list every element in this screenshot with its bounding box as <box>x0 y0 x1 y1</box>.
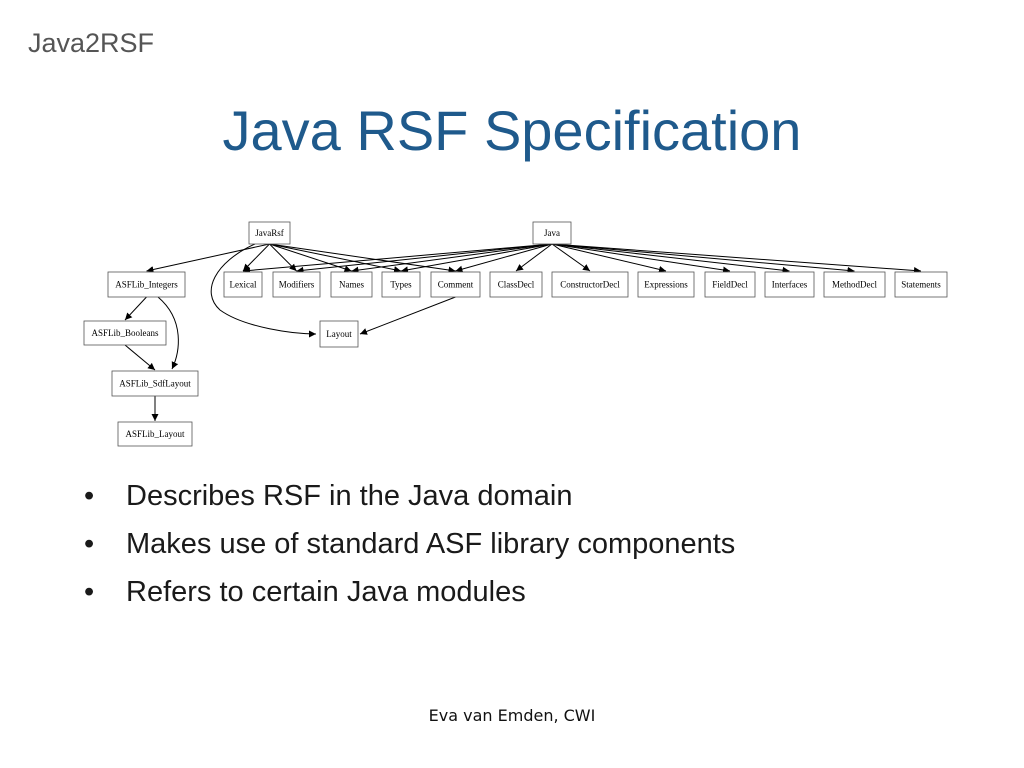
node-expressions: Expressions <box>637 271 695 298</box>
edge-javarsf-to-types <box>269 243 402 274</box>
node-comment: Comment <box>430 271 481 298</box>
edge-java-to-classdecl <box>515 243 553 272</box>
node-box <box>319 320 359 348</box>
node-box <box>637 271 695 298</box>
node-label: Layout <box>326 329 352 339</box>
node-interfaces: Interfaces <box>764 271 815 298</box>
node-label: ASFLib_Layout <box>125 429 185 439</box>
footer-author: Eva van Emden, CWI <box>428 706 596 725</box>
node-box <box>223 271 263 298</box>
edge-javarsf-to-lexical <box>242 243 270 272</box>
node-java: Java <box>532 221 572 245</box>
node-box <box>107 271 186 298</box>
edge-java-to-comment <box>455 243 553 273</box>
node-classdecl: ClassDecl <box>489 271 543 298</box>
node-label: Interfaces <box>772 280 808 290</box>
node-box <box>248 221 291 245</box>
node-box <box>489 271 543 298</box>
node-lexical: Lexical <box>223 271 263 298</box>
edge-java-to-lexical <box>242 243 553 274</box>
node-label: Types <box>390 280 412 290</box>
node-box <box>83 320 167 346</box>
edge-java-to-statements <box>551 243 922 274</box>
edge-asflib_integers-to-asflib_booleans <box>124 296 147 321</box>
node-asflib-layout: ASFLib_Layout <box>117 421 193 447</box>
node-box <box>330 271 373 298</box>
edge-comment-to-layout <box>359 296 456 335</box>
node-fielddecl: FieldDecl <box>704 271 756 298</box>
node-label: JavaRsf <box>255 228 284 238</box>
node-label: ClassDecl <box>498 280 535 290</box>
node-box <box>272 271 321 298</box>
edge-java-to-modifiers <box>296 243 553 274</box>
node-layout: Layout <box>319 320 359 348</box>
edge-java-to-expressions <box>551 243 667 273</box>
node-box <box>823 271 886 298</box>
edge-java-to-constructordecl <box>551 243 591 272</box>
edge-java-to-fielddecl <box>551 243 731 274</box>
node-javarsf: JavaRsf <box>248 221 291 245</box>
edge-javarsf-to-asflib_integers <box>146 243 270 273</box>
node-label: Statements <box>901 280 941 290</box>
edge-java-to-names <box>351 243 553 274</box>
node-modifiers: Modifiers <box>272 271 321 298</box>
bullet-item: •Describes RSF in the Java domain <box>84 480 573 512</box>
node-label: ASFLib_SdfLayout <box>119 379 191 389</box>
slide-title: Java RSF Specification <box>222 99 802 162</box>
node-label: Comment <box>438 280 474 290</box>
node-box <box>111 370 199 397</box>
corner-title: Java2RSF <box>28 28 155 58</box>
node-box <box>430 271 481 298</box>
node-box <box>381 271 421 298</box>
node-label: ConstructorDecl <box>560 280 620 290</box>
node-box <box>532 221 572 245</box>
node-box <box>764 271 815 298</box>
node-label: Java <box>544 228 560 238</box>
edge-java-to-types <box>400 243 553 274</box>
edge-java-to-interfaces <box>551 243 790 274</box>
node-names: Names <box>330 271 373 298</box>
bullet-list: •Describes RSF in the Java domain •Makes… <box>84 472 735 616</box>
node-statements: Statements <box>894 271 948 298</box>
node-methoddecl: MethodDecl <box>823 271 886 298</box>
node-types: Types <box>381 271 421 298</box>
bullet-item: •Refers to certain Java modules <box>84 576 526 608</box>
node-label: ASFLib_Integers <box>115 280 178 290</box>
node-label: Lexical <box>230 280 257 290</box>
edge-java-to-methoddecl <box>551 243 855 274</box>
node-label: ASFLib_Booleans <box>91 328 159 338</box>
edge-asflib_booleans-to-asflib_sdflayout <box>124 344 156 371</box>
node-asflib-integers: ASFLib_Integers <box>107 271 186 298</box>
node-box <box>894 271 948 298</box>
node-constructordecl: ConstructorDecl <box>551 271 629 298</box>
node-label: Expressions <box>644 280 688 290</box>
node-asflib-sdflayout: ASFLib_SdfLayout <box>111 370 199 397</box>
node-box <box>704 271 756 298</box>
node-label: FieldDecl <box>712 280 748 290</box>
node-label: Names <box>339 280 364 290</box>
bullet-item: •Makes use of standard ASF library compo… <box>84 528 736 560</box>
node-box <box>551 271 629 298</box>
edge-javarsf-to-layout <box>210 243 317 338</box>
node-label: Modifiers <box>279 280 315 290</box>
node-asflib-booleans: ASFLib_Booleans <box>83 320 167 346</box>
edge-asflib_integers-to-asflib_sdflayout <box>157 296 179 370</box>
node-box <box>117 421 193 447</box>
node-label: MethodDecl <box>832 280 877 290</box>
